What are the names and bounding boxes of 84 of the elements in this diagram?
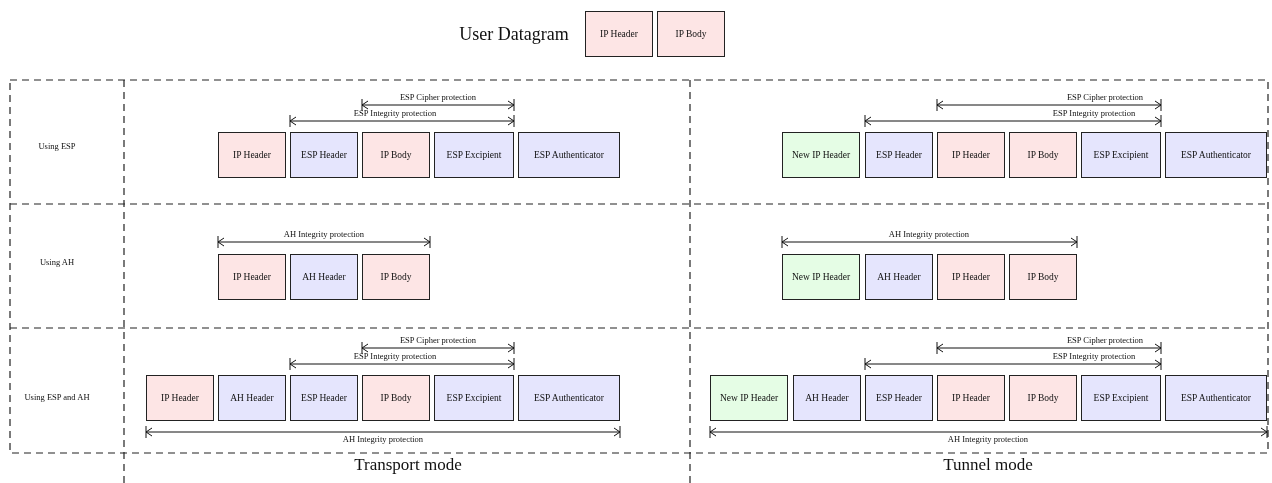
packet-field-box (1009, 254, 1077, 300)
field-name: IP Header (952, 272, 990, 282)
field-name: IP Body (1027, 150, 1059, 160)
field-name: IP Body (380, 150, 412, 160)
field-name: ESP Excipient (446, 393, 502, 403)
protection-label: ESP Integrity protection (353, 108, 437, 118)
field-name: ESP Header (301, 393, 347, 403)
field-name: ESP Header (301, 150, 347, 160)
protection-label: ESP Cipher protection (399, 92, 477, 102)
field-name: IP Body (1027, 393, 1059, 403)
protection-label: ESP Cipher protection (399, 335, 477, 345)
field-name: IP Body (1027, 272, 1059, 282)
packet-field-box (782, 132, 860, 178)
packet-field-box (1165, 132, 1267, 178)
field-name: New IP Header (791, 272, 851, 282)
field-name: IP Body (675, 29, 707, 39)
field-name: IP Header (161, 393, 199, 403)
packet-field-box (290, 375, 358, 421)
field-name: ESP Excipient (1093, 150, 1149, 160)
field-name: ESP Authenticator (533, 150, 605, 160)
protection-label: AH Integrity protection (283, 229, 365, 239)
protection-label: ESP Integrity protection (1052, 108, 1136, 118)
column-label: Tunnel mode (943, 455, 1033, 475)
protection-label: AH Integrity protection (888, 229, 970, 239)
packet-field-box (434, 132, 514, 178)
packet-field-box (290, 132, 358, 178)
column-label: Transport mode (354, 455, 462, 475)
protection-label: AH Integrity protection (947, 434, 1029, 444)
field-name: AH Header (302, 272, 346, 282)
packet-field-box (362, 254, 430, 300)
packet-field-box (1081, 132, 1161, 178)
field-name: IP Header (952, 150, 990, 160)
packet-field-box (146, 375, 214, 421)
packet-field-box (865, 132, 933, 178)
packet-field-box (1009, 375, 1077, 421)
field-name: ESP Authenticator (1180, 150, 1252, 160)
field-name: IP Header (600, 29, 638, 39)
field-name: ESP Excipient (446, 150, 502, 160)
field-name: New IP Header (791, 150, 851, 160)
row-label: Using ESP and AH (24, 392, 90, 402)
protection-label: AH Integrity protection (342, 434, 424, 444)
field-name: IP Body (380, 393, 412, 403)
field-name: ESP Excipient (1093, 393, 1149, 403)
field-name: ESP Authenticator (1180, 393, 1252, 403)
row-label: Using AH (39, 257, 75, 267)
packet-field-box (937, 254, 1005, 300)
field-name: IP Header (233, 150, 271, 160)
packet-field-box (1081, 375, 1161, 421)
packet-field-box (1009, 132, 1077, 178)
packet-field-box (362, 375, 430, 421)
packet-field-box (657, 11, 725, 57)
packet-field-box (218, 254, 286, 300)
row-label: Using ESP (38, 141, 76, 151)
field-name: ESP Header (876, 393, 922, 403)
packet-field-box (362, 132, 430, 178)
field-name: AH Header (230, 393, 274, 403)
protection-label: ESP Cipher protection (1066, 92, 1144, 102)
protection-label: ESP Integrity protection (1052, 351, 1136, 361)
packet-field-box (290, 254, 358, 300)
protection-label: ESP Cipher protection (1066, 335, 1144, 345)
field-name: New IP Header (719, 393, 779, 403)
packet-field-box (434, 375, 514, 421)
field-name: IP Header (233, 272, 271, 282)
datagram-label: User Datagram (459, 23, 569, 45)
field-name: ESP Header (876, 150, 922, 160)
packet-field-box (865, 254, 933, 300)
field-name: ESP Authenticator (533, 393, 605, 403)
field-name: AH Header (877, 272, 921, 282)
packet-field-box (218, 375, 286, 421)
field-name: IP Body (380, 272, 412, 282)
field-name: IP Header (952, 393, 990, 403)
packet-field-box (585, 11, 653, 57)
packet-field-box (865, 375, 933, 421)
packet-field-box (1165, 375, 1267, 421)
packet-field-box (793, 375, 861, 421)
protection-label: ESP Integrity protection (353, 351, 437, 361)
packet-field-box (937, 375, 1005, 421)
packet-field-box (782, 254, 860, 300)
packet-field-box (518, 375, 620, 421)
packet-field-box (218, 132, 286, 178)
field-name: AH Header (805, 393, 849, 403)
packet-field-box (937, 132, 1005, 178)
packet-field-box (518, 132, 620, 178)
packet-field-box (710, 375, 788, 421)
